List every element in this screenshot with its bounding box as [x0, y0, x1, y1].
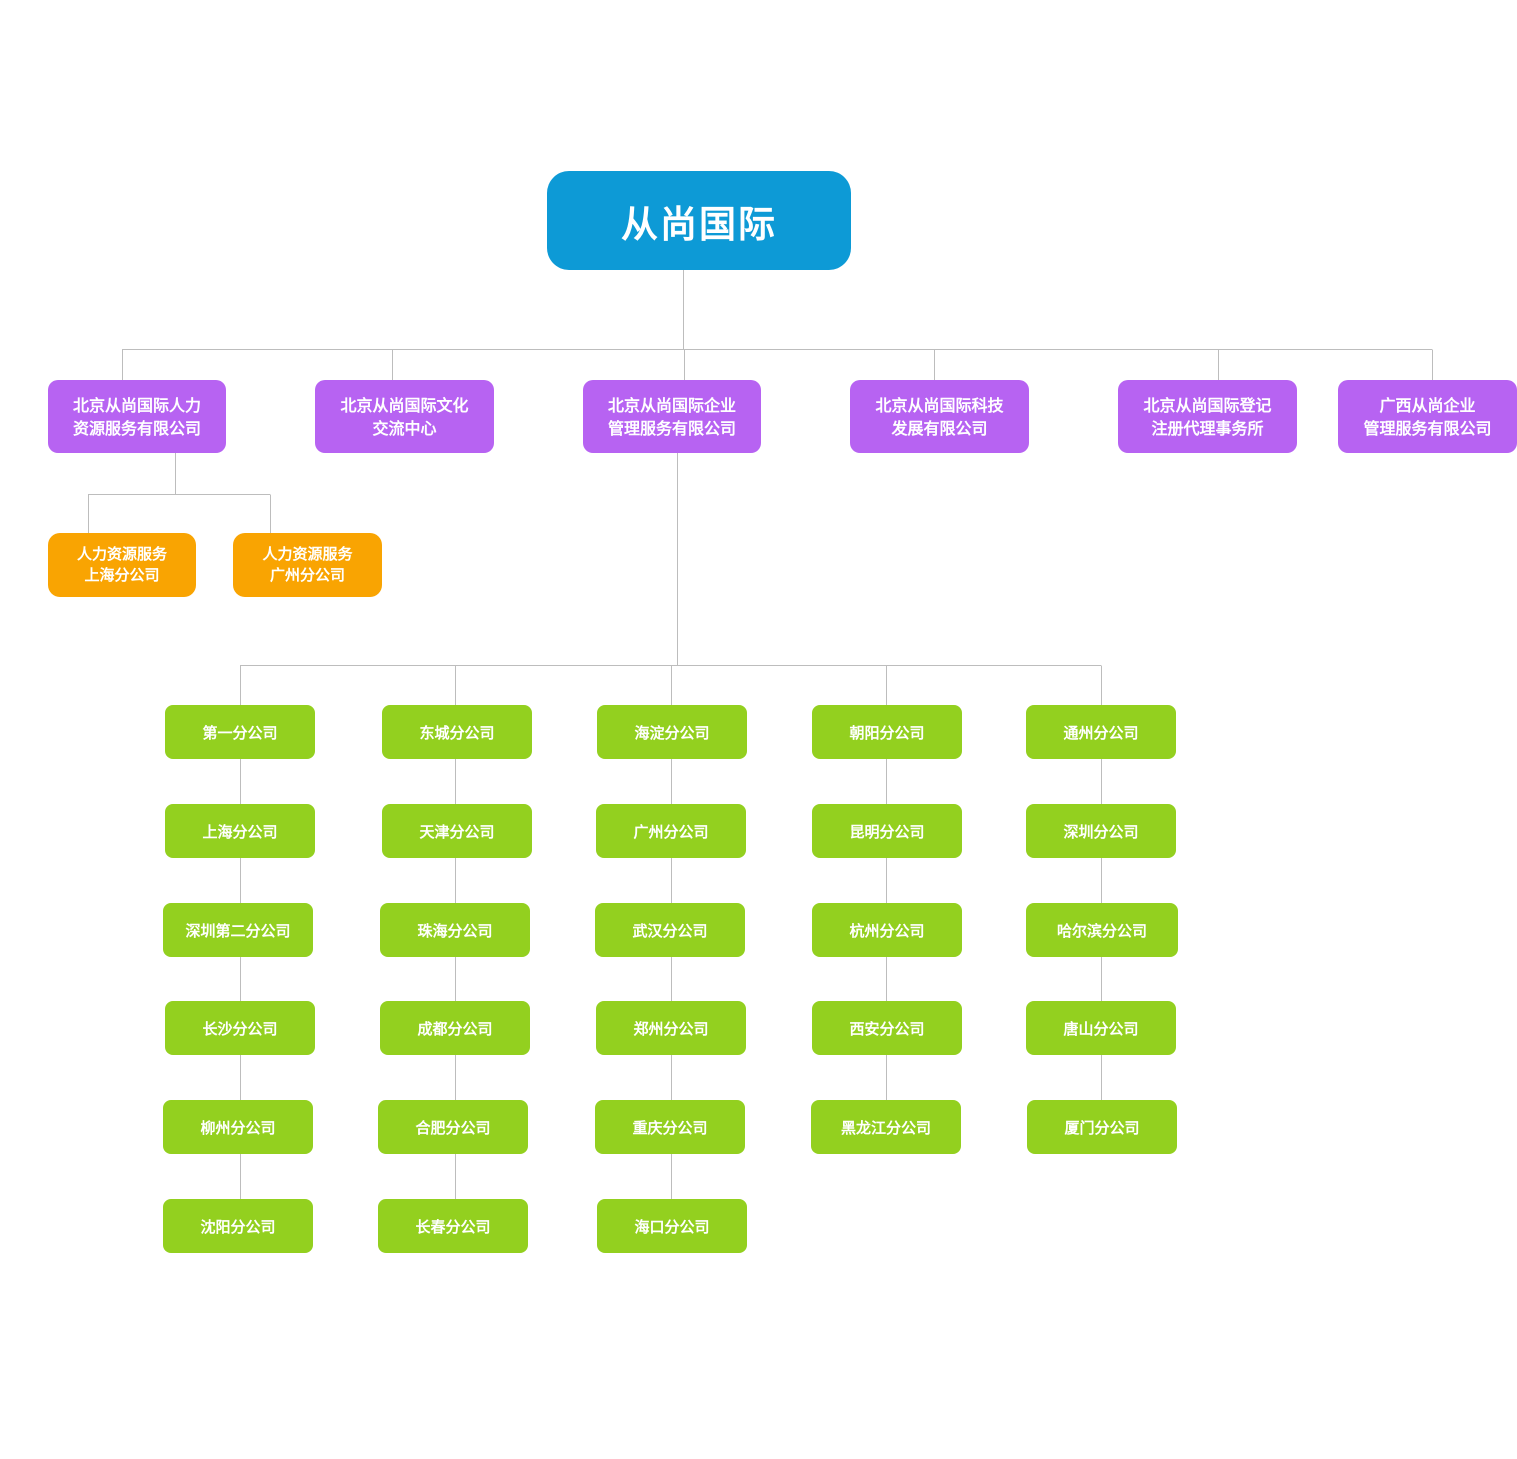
branch-node: 长春分公司 — [378, 1199, 528, 1253]
level2-node-hr-company: 北京从尚国际人力 资源服务有限公司 — [48, 380, 226, 453]
branch-node: 哈尔滨分公司 — [1026, 903, 1178, 957]
level2-node-culture-center: 北京从尚国际文化 交流中心 — [315, 380, 494, 453]
branch-node: 黑龙江分公司 — [811, 1100, 961, 1154]
branch-node: 武汉分公司 — [595, 903, 745, 957]
branch-node: 成都分公司 — [380, 1001, 530, 1055]
branch-node: 天津分公司 — [382, 804, 532, 858]
branch-node: 西安分公司 — [812, 1001, 962, 1055]
branch-node: 东城分公司 — [382, 705, 532, 759]
branch-node: 通州分公司 — [1026, 705, 1176, 759]
branch-node: 唐山分公司 — [1026, 1001, 1176, 1055]
branch-node: 深圳第二分公司 — [163, 903, 313, 957]
level2-node-enterprise-mgmt: 北京从尚国际企业 管理服务有限公司 — [583, 380, 761, 453]
branch-node: 杭州分公司 — [812, 903, 962, 957]
branch-node: 长沙分公司 — [165, 1001, 315, 1055]
branch-node: 第一分公司 — [165, 705, 315, 759]
branch-node: 沈阳分公司 — [163, 1199, 313, 1253]
branch-node: 海淀分公司 — [597, 705, 747, 759]
branch-node: 深圳分公司 — [1026, 804, 1176, 858]
branch-node: 郑州分公司 — [596, 1001, 746, 1055]
branch-node: 厦门分公司 — [1027, 1100, 1177, 1154]
branch-node: 昆明分公司 — [812, 804, 962, 858]
branch-node: 柳州分公司 — [163, 1100, 313, 1154]
branch-node: 珠海分公司 — [380, 903, 530, 957]
branch-node: 上海分公司 — [165, 804, 315, 858]
branch-node: 合肥分公司 — [378, 1100, 528, 1154]
level2-node-registration-agency: 北京从尚国际登记 注册代理事务所 — [1118, 380, 1297, 453]
hr-branch-node-shanghai: 人力资源服务 上海分公司 — [48, 533, 196, 597]
branch-node: 广州分公司 — [596, 804, 746, 858]
level2-node-guangxi-mgmt: 广西从尚企业 管理服务有限公司 — [1338, 380, 1517, 453]
branch-node: 朝阳分公司 — [812, 705, 962, 759]
hr-branch-node-guangzhou: 人力资源服务 广州分公司 — [233, 533, 382, 597]
branch-node: 海口分公司 — [597, 1199, 747, 1253]
branch-node: 重庆分公司 — [595, 1100, 745, 1154]
level2-node-tech-development: 北京从尚国际科技 发展有限公司 — [850, 380, 1029, 453]
root-node: 从尚国际 — [547, 171, 851, 270]
